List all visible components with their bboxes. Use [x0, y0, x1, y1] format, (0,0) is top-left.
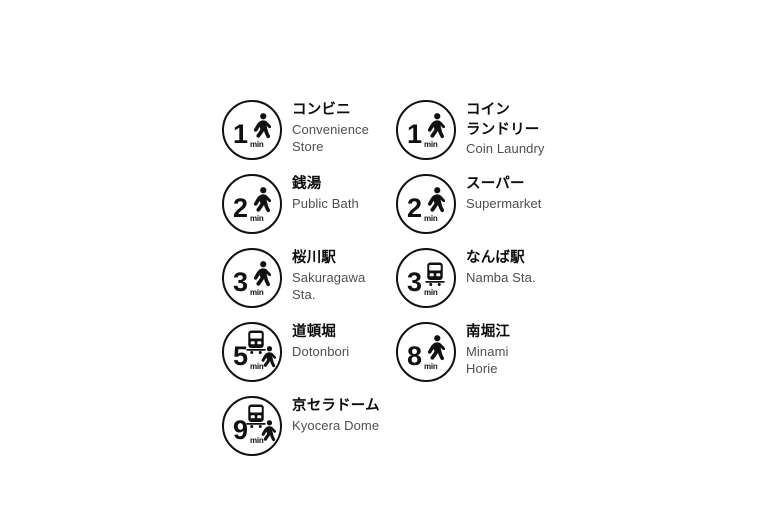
entry-name-en: Convenience — [292, 121, 369, 137]
entry-name-jp: スーパー — [466, 176, 525, 192]
entry-labels: コインランドリー Coin Laundry — [466, 100, 568, 158]
walk-icon — [426, 113, 446, 139]
train-icon — [246, 330, 266, 354]
walk-icon — [260, 420, 277, 442]
minutes-unit-label: min — [250, 362, 264, 371]
entry-name-en: Public Bath — [292, 195, 359, 211]
entry-labels: スーパー Supermarket — [466, 174, 568, 212]
entry-name-en-line2: Store — [292, 139, 324, 155]
entry-labels: 銭湯 Public Bath — [292, 174, 394, 212]
minutes-value: 2 — [407, 193, 422, 223]
minutes-value: 9 — [233, 415, 248, 445]
entry-name-jp: なんば駅 — [466, 250, 525, 266]
minutes-value: 2 — [233, 193, 248, 223]
minutes-unit-label: min — [250, 140, 264, 149]
minutes-value: 1 — [233, 119, 248, 149]
entry-name-en: Minami — [466, 343, 509, 359]
entry-name-en: Dotonbori — [292, 343, 350, 359]
entry-labels: 京セラドーム Kyocera Dome — [292, 396, 394, 434]
minutes-unit-label: min — [250, 288, 264, 297]
minutes-unit-label: min — [424, 140, 438, 149]
entry-name-en-line2: Horie — [466, 361, 498, 377]
minutes-value: 3 — [407, 267, 422, 297]
entry-name-jp-line2: ランドリー — [466, 121, 540, 138]
minutes-value: 1 — [407, 119, 422, 149]
entry-name-jp: 銭湯 — [292, 176, 322, 192]
entry-name-jp: 桜川駅 — [292, 250, 337, 266]
walk-icon — [252, 187, 272, 213]
entry-name-en: Namba Sta. — [466, 269, 536, 285]
walk-icon — [252, 113, 272, 139]
minutes-value: 8 — [407, 341, 422, 371]
minutes-unit-label: min — [424, 288, 438, 297]
walk-icon — [252, 261, 272, 287]
entry-name-en: Sakuragawa — [292, 269, 366, 285]
minutes-value: 5 — [233, 341, 248, 371]
entry-name-jp: 南堀江 — [466, 324, 511, 340]
entry-name-en: Kyocera Dome — [292, 417, 380, 433]
walk-icon — [426, 335, 446, 361]
train-icon — [246, 404, 266, 428]
minutes-value: 3 — [233, 267, 248, 297]
minutes-unit-label: min — [424, 214, 438, 223]
entry-name-jp: 京セラドーム — [292, 398, 380, 414]
entry-name-en-line2: Sta. — [292, 287, 316, 303]
entry-name-jp: 道頓堀 — [292, 324, 337, 340]
entry-labels: 道頓堀 Dotonbori — [292, 322, 394, 360]
entry-name-en: Supermarket — [466, 195, 542, 211]
walk-icon — [426, 187, 446, 213]
entry-name-jp: コイン — [466, 102, 511, 118]
train-icon — [425, 262, 445, 286]
minutes-unit-label: min — [424, 362, 438, 371]
walk-icon — [260, 346, 277, 368]
minutes-unit-label: min — [250, 214, 264, 223]
entry-name-jp: コンビニ — [292, 102, 351, 118]
minutes-unit-label: min — [250, 436, 264, 445]
entry-labels: なんば駅 Namba Sta. — [466, 248, 568, 286]
entry-name-en: Coin Laundry — [466, 141, 545, 157]
